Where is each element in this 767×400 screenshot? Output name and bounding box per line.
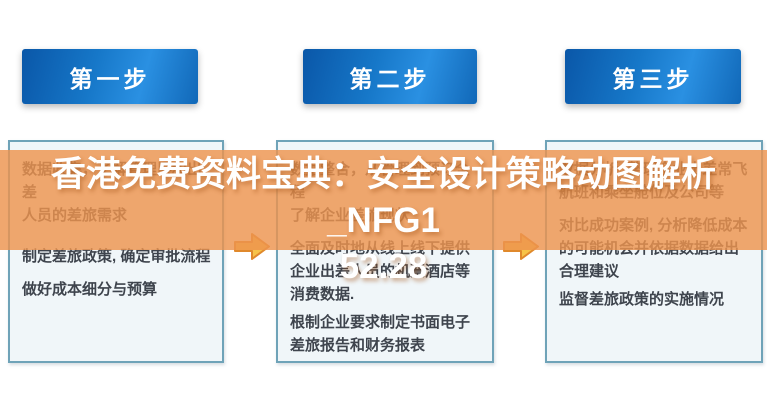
step-1-paragraph-3: 做好成本细分与预算 — [22, 281, 158, 298]
step-3-header: 第三步 — [565, 49, 741, 104]
step-2-header: 第二步 — [303, 49, 477, 104]
watermark-overlay-band: 香港免费资料宝典：安全设计策略动图解析_NFG1 52.28 — [0, 150, 767, 286]
step-3-header-label: 第三步 — [612, 65, 694, 92]
watermark-title: 香港免费资料宝典：安全设计策略动图解析_NFG1 52.28 — [50, 155, 716, 286]
step-1-header: 第一步 — [22, 49, 198, 104]
step-2-paragraph-3: 根制企业要求制定书面电子 差旅报告和财务报表 — [290, 314, 471, 354]
step-3-paragraph-3: 监督差旅政策的实施情况 — [559, 291, 725, 308]
step-1-paragraph-2: 制定差旅政策, 确定审批流程 — [22, 248, 211, 265]
step-2-header-label: 第二步 — [349, 65, 431, 92]
step-1-header-label: 第一步 — [69, 65, 151, 92]
